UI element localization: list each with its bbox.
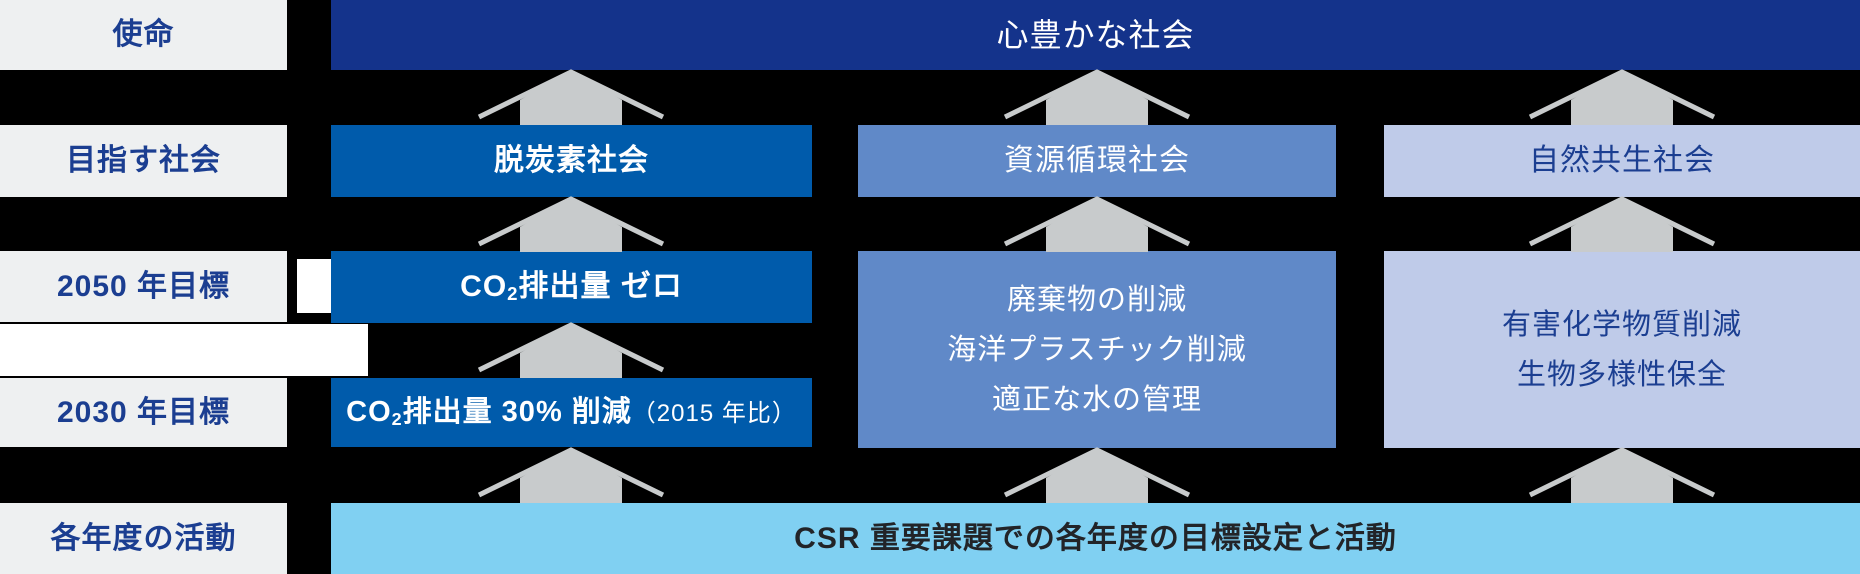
activity-bar: CSR 重要課題での各年度の目標設定と活動 [331, 503, 1860, 574]
up-arrow-icon [476, 322, 666, 378]
label-mission: 使命 [0, 0, 287, 70]
up-arrow-icon [1527, 447, 1717, 503]
up-arrow-icon [476, 69, 666, 125]
white-connector-band [0, 324, 368, 376]
box-line: 有害化学物質削減 [1501, 308, 1742, 341]
label-2050-goal: 2050 年目標 [0, 251, 287, 322]
label-target-society: 目指す社会 [0, 125, 287, 197]
up-arrow-icon [1527, 69, 1717, 125]
box-line: 廃棄物の削減 [1006, 283, 1187, 316]
box-nature-goals: 有害化学物質削減 生物多様性保全 [1384, 251, 1860, 448]
box-line: 海洋プラスチック削減 [947, 333, 1247, 366]
label-annual-activity: 各年度の活動 [0, 503, 287, 574]
box-co2-zero: CO2排出量 ゼロ [331, 251, 812, 323]
box-line: 生物多様性保全 [1516, 358, 1727, 391]
box-resource-goals: 廃棄物の削減 海洋プラスチック削減 適正な水の管理 [858, 251, 1336, 448]
mission-bar: 心豊かな社会 [331, 0, 1860, 70]
label-2030-goal: 2030 年目標 [0, 378, 287, 447]
up-arrow-icon [476, 196, 666, 252]
up-arrow-icon [1527, 196, 1717, 252]
co2-30-text: CO2排出量 30% 削減（2015 年比） [346, 396, 797, 430]
co2-zero-text: CO2排出量 ゼロ [460, 270, 683, 305]
up-arrow-icon [1002, 447, 1192, 503]
box-co2-30-reduction: CO2排出量 30% 削減（2015 年比） [331, 378, 812, 447]
up-arrow-icon [476, 447, 666, 503]
box-line: 適正な水の管理 [991, 383, 1202, 416]
up-arrow-icon [1002, 69, 1192, 125]
up-arrow-icon [1002, 196, 1192, 252]
box-nature-coexistence-society: 自然共生社会 [1384, 125, 1860, 197]
box-resource-recycling-society: 資源循環社会 [858, 125, 1336, 197]
box-decarbonized-society: 脱炭素社会 [331, 125, 812, 197]
white-connector-square [297, 259, 333, 313]
